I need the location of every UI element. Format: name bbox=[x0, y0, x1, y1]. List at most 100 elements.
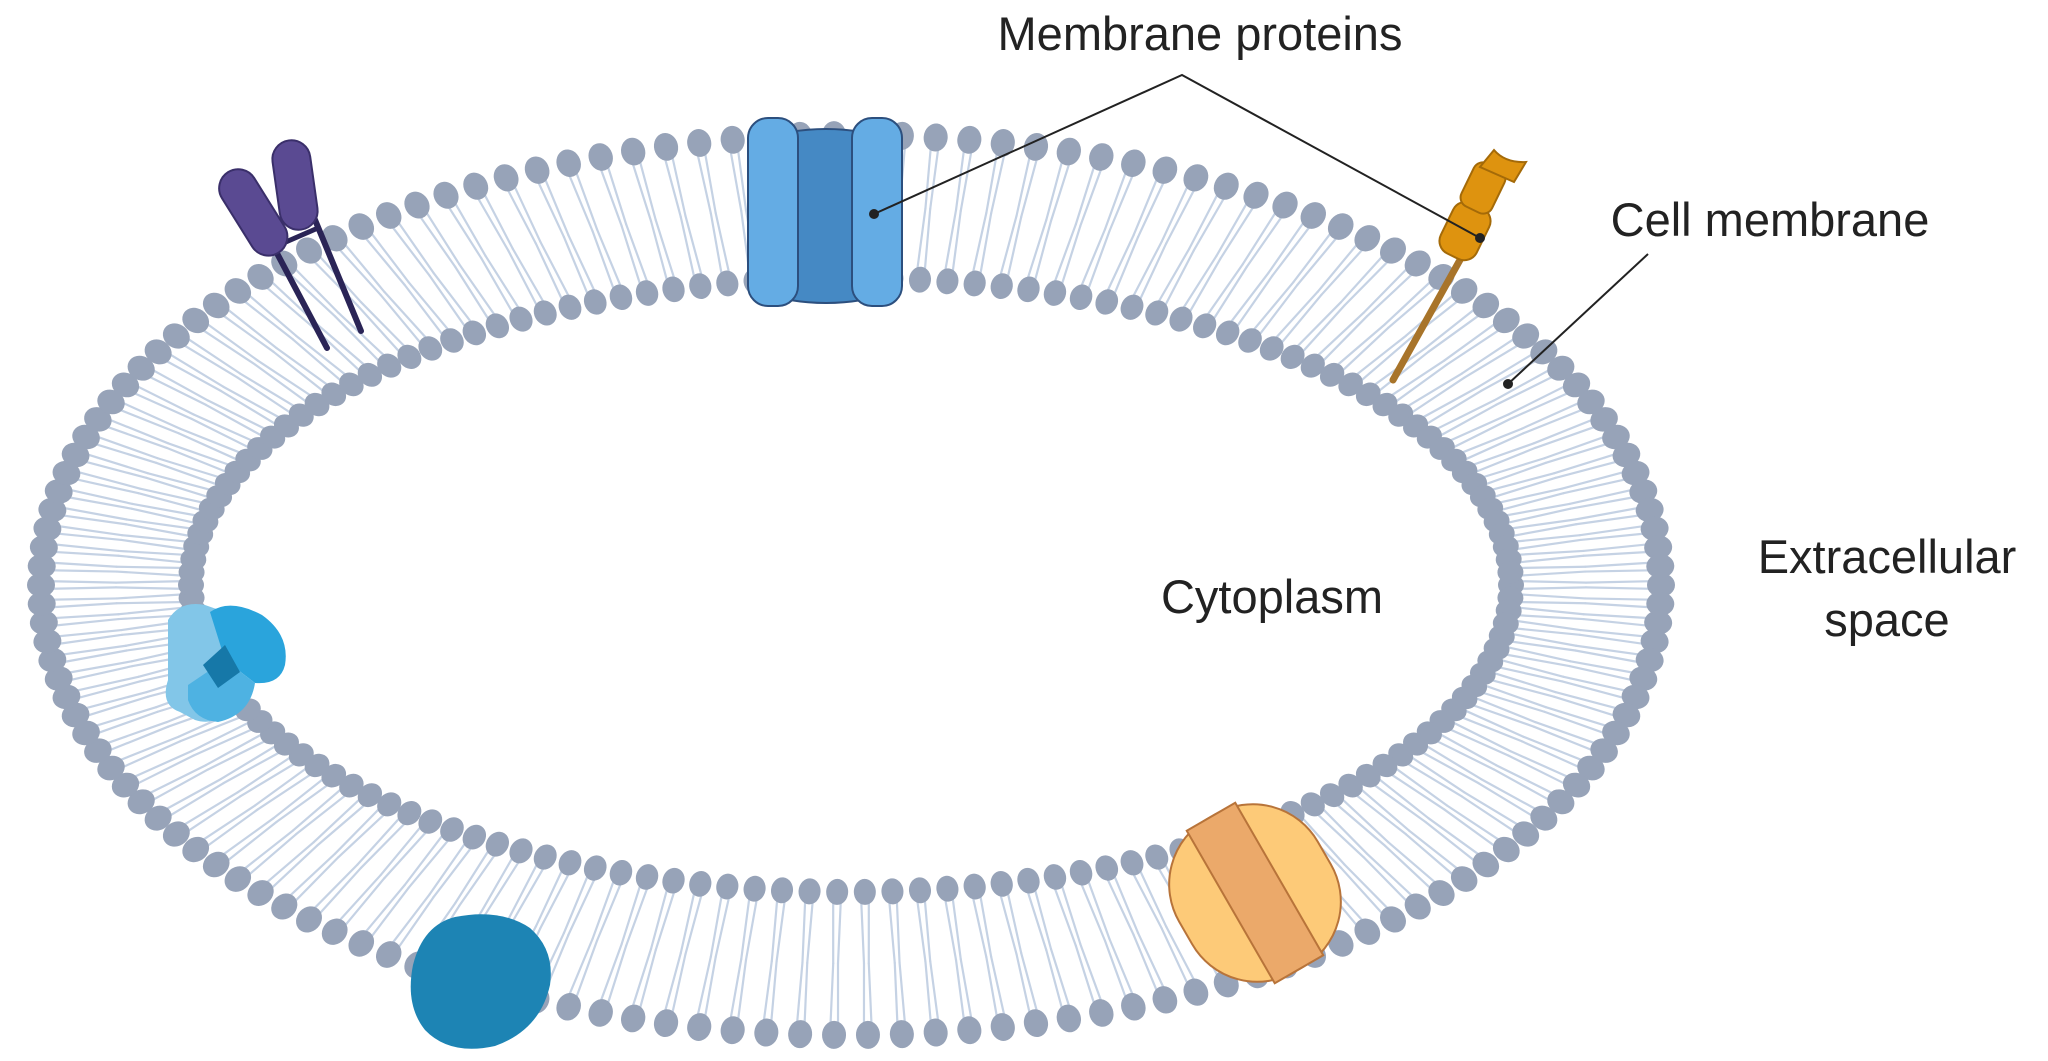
lipid-tail bbox=[1397, 372, 1464, 413]
lipid-head-outer bbox=[404, 191, 430, 219]
lipid-head-outer bbox=[182, 836, 210, 863]
lipid-head-inner bbox=[377, 353, 402, 378]
lipid-head-inner bbox=[689, 870, 712, 897]
lipid-head-outer bbox=[1023, 1009, 1049, 1038]
lipid-tail bbox=[222, 746, 290, 785]
lipid-tail bbox=[1439, 724, 1510, 757]
lipid-head-inner bbox=[1355, 763, 1381, 788]
lipid-head-outer bbox=[1428, 880, 1455, 906]
lipid-head-outer bbox=[588, 999, 613, 1027]
lipid-head-inner bbox=[583, 855, 607, 881]
lipid-head-outer bbox=[1612, 702, 1641, 728]
lipid-head-inner bbox=[1017, 276, 1040, 303]
lipid-tail bbox=[206, 399, 276, 435]
lipid-head-outer bbox=[72, 424, 100, 450]
lipid-head-outer bbox=[1590, 738, 1618, 763]
lipid-tail bbox=[117, 554, 195, 565]
lipid-head-inner bbox=[770, 877, 794, 904]
lipid-head-outer bbox=[1213, 172, 1239, 200]
lipid-tail bbox=[1480, 676, 1556, 698]
lipid-tail bbox=[1505, 618, 1582, 632]
lipid-tail bbox=[1509, 565, 1587, 570]
lipid-head-inner bbox=[533, 300, 557, 326]
lipid-head-inner bbox=[1069, 859, 1093, 886]
lipid-head-inner bbox=[881, 878, 904, 905]
lipid-tail bbox=[1333, 791, 1390, 844]
lipid-tail bbox=[115, 570, 193, 578]
lipid-head-inner bbox=[558, 294, 582, 320]
lipid-tail bbox=[1490, 656, 1565, 678]
lipid-tail bbox=[315, 797, 374, 847]
lipid-tail bbox=[238, 372, 305, 413]
lipid-head-inner bbox=[339, 773, 364, 798]
lipid-head-outer bbox=[1300, 202, 1327, 229]
cell-membrane-leader bbox=[1507, 253, 1649, 385]
lipid-tail bbox=[1482, 668, 1557, 694]
leader-dot bbox=[1503, 379, 1513, 389]
lipid-head-outer bbox=[1183, 978, 1209, 1006]
lipid-head-outer bbox=[621, 1004, 646, 1033]
lipid-head-outer bbox=[1644, 535, 1673, 560]
lipid-tail bbox=[1426, 735, 1496, 771]
lipid-head-outer bbox=[144, 805, 172, 831]
lipid-head-inner bbox=[1017, 867, 1040, 894]
lipid-head-outer bbox=[1472, 292, 1500, 319]
lipid-tail bbox=[220, 739, 286, 781]
lipid-tail bbox=[120, 538, 197, 552]
lipid-head-outer bbox=[1562, 772, 1591, 798]
lipid-head-outer bbox=[52, 460, 81, 486]
lipid-tail bbox=[1509, 586, 1588, 591]
lipid-tail bbox=[1454, 432, 1525, 465]
lipid-tail bbox=[120, 534, 198, 544]
lipid-tail bbox=[1442, 417, 1512, 454]
lipid-head-outer bbox=[923, 123, 948, 152]
lipid-head-outer bbox=[556, 993, 581, 1021]
lipid-tail bbox=[1412, 746, 1480, 785]
lipid-head-outer bbox=[111, 372, 140, 398]
lipid-head-inner bbox=[1259, 336, 1284, 361]
lipid-head-outer bbox=[788, 1020, 813, 1049]
lipid-head-inner bbox=[1215, 320, 1240, 346]
leader-dot bbox=[1475, 233, 1485, 243]
lipid-head-outer bbox=[247, 880, 274, 906]
lipid-head-inner bbox=[462, 824, 487, 850]
lipid-head-outer bbox=[1530, 805, 1558, 831]
lipid-head-outer bbox=[1327, 213, 1354, 240]
lipid-head-outer bbox=[1354, 225, 1381, 252]
lipid-head-outer bbox=[61, 702, 90, 728]
lipid-tail bbox=[1328, 323, 1387, 373]
lipid-head-outer bbox=[1547, 789, 1575, 815]
lipid-tail bbox=[146, 472, 222, 494]
lipid-tail bbox=[1328, 797, 1387, 847]
lipid-tail bbox=[1494, 502, 1571, 519]
lipid-head-outer bbox=[822, 1020, 847, 1049]
lipid-head-outer bbox=[1183, 164, 1209, 192]
lipid-head-outer bbox=[84, 407, 112, 432]
lipid-head-outer bbox=[38, 647, 67, 673]
lipid-head-inner bbox=[963, 873, 986, 900]
lipid-tail bbox=[275, 346, 338, 393]
lipid-head-inner bbox=[509, 306, 533, 332]
lipid-head-outer bbox=[1512, 821, 1540, 847]
lipid-tail bbox=[253, 761, 316, 807]
lipid-head-outer bbox=[321, 918, 348, 945]
lipid-head-outer bbox=[247, 264, 274, 290]
lipid-tail bbox=[295, 787, 356, 836]
lipid-head-outer bbox=[44, 666, 73, 691]
lipid-head-outer bbox=[296, 906, 322, 933]
lipid-tail bbox=[1501, 631, 1578, 647]
lipid-tail bbox=[192, 724, 263, 757]
lipid-head-outer bbox=[1354, 918, 1381, 945]
lipid-tail bbox=[131, 502, 208, 519]
lipid-tail bbox=[1442, 716, 1512, 753]
lipid-head-inner bbox=[716, 270, 739, 297]
lipid-tail bbox=[145, 476, 220, 502]
lipid-tail bbox=[1500, 639, 1577, 652]
lipid-tail bbox=[272, 771, 333, 820]
lipid-tail bbox=[1474, 681, 1547, 709]
lipid-tail bbox=[236, 750, 301, 794]
lipid-head-outer bbox=[1121, 149, 1146, 177]
lipid-head-outer bbox=[271, 893, 298, 920]
lipid-head-outer bbox=[1152, 986, 1178, 1014]
